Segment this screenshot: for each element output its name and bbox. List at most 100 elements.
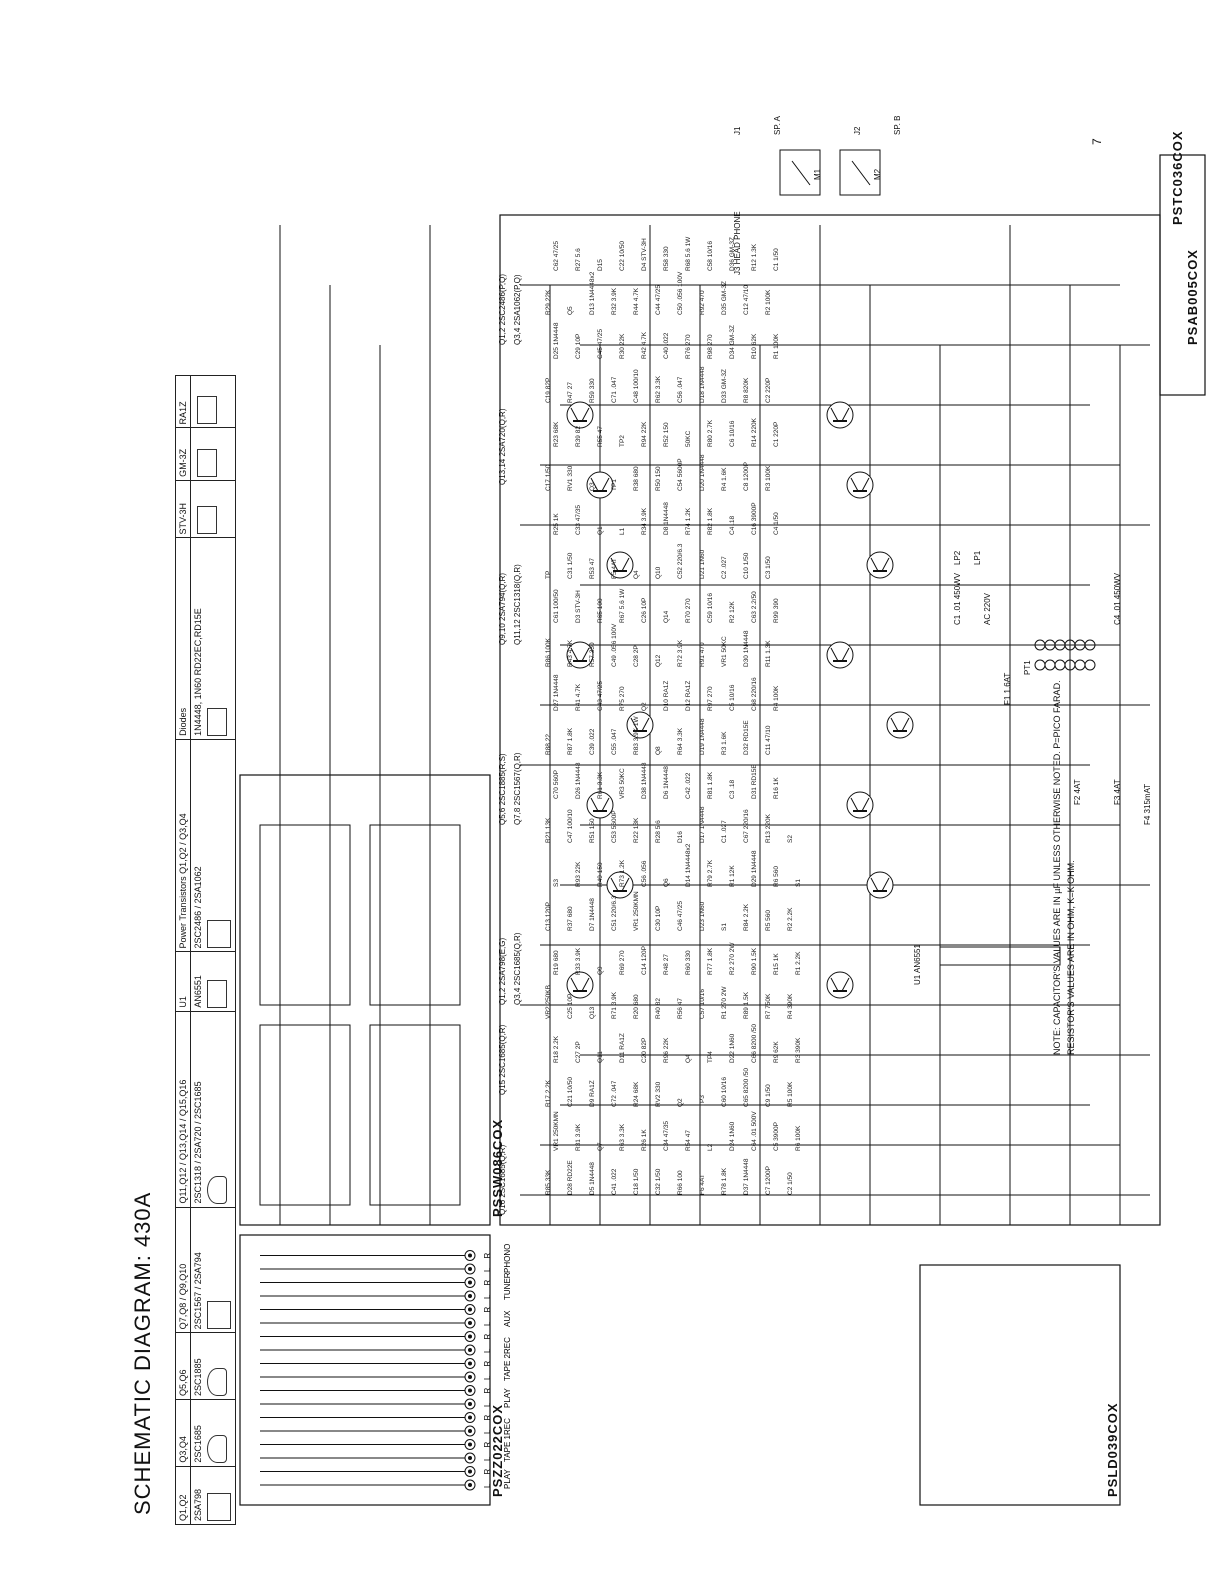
component-value-label: C60 10/16 — [721, 1077, 728, 1107]
component-value-label: C26 10P — [641, 598, 648, 623]
component-value-label: C12 47/10 — [743, 285, 750, 315]
schematic-label: Q9,10 2SA794(Q,R) — [498, 573, 507, 645]
component-value-label: R10 62K — [751, 333, 758, 359]
board-label-led: PSLD039COX — [1105, 1402, 1120, 1497]
component-value-label: R97 270 — [707, 686, 714, 711]
parts-cell-type-3: 2SC1567 / 2SA794 — [193, 1252, 203, 1330]
component-value-label: R42 4.7K — [641, 331, 648, 359]
component-value-label: L1 — [619, 527, 626, 535]
board-label-tone: PSTC036COX — [1170, 130, 1185, 225]
transistor-icon — [846, 791, 874, 819]
component-value-label: R22 13K — [633, 817, 640, 843]
component-value-label: C72 .047 — [611, 1080, 618, 1107]
component-value-label: R5 100K — [787, 1081, 794, 1107]
component-value-label: R4 390K — [787, 993, 794, 1019]
page-number: 7 — [1090, 138, 1104, 145]
component-value-label: C2 220P — [765, 378, 772, 403]
component-value-label: Q5 — [567, 306, 574, 315]
component-value-label: C34 47/35 — [663, 1121, 670, 1151]
component-value-label: R24 68K — [633, 1081, 640, 1107]
component-value-label: C40 .022 — [663, 332, 670, 359]
board-label-main: PSAB005COX — [1185, 249, 1200, 345]
switch-wafer — [369, 1024, 461, 1206]
schematic-label: F2 4AT — [1073, 779, 1082, 805]
component-value-label: C47 100/10 — [567, 809, 574, 843]
parts-cell-ref-0: Q1,Q2 — [175, 1466, 191, 1525]
component-value-label: R26 1K — [641, 1129, 648, 1151]
component-value-label: R31 3.9K — [575, 1123, 582, 1151]
component-value-label: RV2 330 — [655, 1081, 662, 1107]
component-value-label: VR1 250KMN — [633, 891, 640, 931]
schematic-label: Q11,12 2SC1318(Q,R) — [513, 564, 522, 645]
component-value-label: D33 GM-3Z — [721, 369, 728, 403]
component-value-label: R6 560 — [773, 866, 780, 887]
input-board-outline — [239, 1234, 491, 1506]
component-value-label: R1 100K — [773, 333, 780, 359]
component-value-label: R20 680 — [633, 994, 640, 1019]
component-value-label: D29 1N4448 — [751, 850, 758, 887]
transformer-icon — [1034, 639, 1096, 671]
page-title: SCHEMATIC DIAGRAM: 430A — [130, 1191, 155, 1515]
input-channel-label: R — [483, 1253, 492, 1259]
component-value-label: R19 680 — [553, 950, 560, 975]
transistor-icon — [586, 471, 614, 499]
input-source-label: PLAY — [503, 1387, 512, 1408]
component-value-label: R12 1.3K — [751, 243, 758, 271]
input-jack-icon: L — [260, 1425, 492, 1437]
parts-cell-ref-10: RA1Z — [175, 375, 191, 428]
transistor-icon — [886, 711, 914, 739]
component-value-label: R23 68K — [553, 421, 560, 447]
transistor-icon — [866, 551, 894, 579]
component-value-label: R92 470 — [699, 290, 706, 315]
component-value-label: C30 10P — [655, 906, 662, 931]
component-value-label: S3 — [553, 879, 560, 887]
schematic-label: SP. A — [773, 115, 782, 135]
component-value-label: D3 STV-3H — [575, 590, 582, 623]
parts-cell-ref-4: Q11,Q12 / Q13,Q14 / Q15,Q16 — [175, 1011, 191, 1208]
component-value-label: S2 — [787, 835, 794, 843]
component-value-label: C21 10/50 — [567, 1077, 574, 1107]
component-value-label: C17 1/50 — [545, 464, 552, 491]
component-value-label: D17 1N4448 — [699, 806, 706, 843]
component-value-label: C57 10/16 — [699, 989, 706, 1019]
schematic-label: Q16 2SC1685(Q,R) — [498, 1144, 507, 1215]
component-value-label: R40 82 — [655, 998, 662, 1019]
input-channel-label: L — [483, 1429, 492, 1434]
board-outlines — [239, 154, 1206, 1506]
transistor-icon — [626, 711, 654, 739]
component-value-label: R62 3.3K — [655, 375, 662, 403]
parts-cell-type-6: 2SC2486 / 2SA1062 — [193, 866, 203, 949]
component-value-label: D15 — [597, 259, 604, 271]
component-value-label: R90 1.5K — [751, 947, 758, 975]
input-jack-icon: L — [260, 1290, 492, 1302]
component-value-label: D12 RA1Z — [685, 681, 692, 711]
component-value-label: VR1 50KC — [721, 636, 728, 667]
diode-package-icon — [197, 396, 217, 425]
component-value-label: R68 5.6 1W — [685, 236, 692, 271]
component-value-label: R3 390K — [795, 1037, 802, 1063]
component-value-label: D34 GM-3Z — [729, 325, 736, 359]
component-value-label: D5 1N4448 — [589, 1162, 596, 1195]
component-value-label: R7 750K — [765, 993, 772, 1019]
component-value-label: C68 220/16 — [751, 677, 758, 711]
component-value-label: R28 5.6 — [655, 820, 662, 843]
component-value-label: R86 100K — [545, 637, 552, 667]
component-value-label: D14 1N4448x2 — [685, 843, 692, 887]
transistor-icon — [586, 791, 614, 819]
component-value-label: R48 27 — [663, 954, 670, 975]
component-value-label: F6 4AT — [699, 1174, 706, 1195]
component-value-label: R52 150 — [663, 422, 670, 447]
input-jack-icon: R — [260, 1331, 492, 1342]
component-value-label: C65 8200 /50 — [743, 1068, 750, 1107]
component-value-label: TP4 — [707, 1051, 714, 1063]
component-value-label: D4 STV-3H — [641, 238, 648, 271]
component-value-label: Q8 — [655, 746, 662, 755]
rotated-page: SCHEMATIC DIAGRAM: 430A Q1,Q2 Q3,Q4 Q5,Q… — [130, 105, 1224, 1525]
input-source-label: TAPE 2 — [503, 1353, 512, 1381]
component-value-label: R76 270 — [685, 334, 692, 359]
component-value-label: D9 RA1Z — [589, 1080, 596, 1107]
component-value-label: R61 3.3K — [597, 771, 604, 799]
